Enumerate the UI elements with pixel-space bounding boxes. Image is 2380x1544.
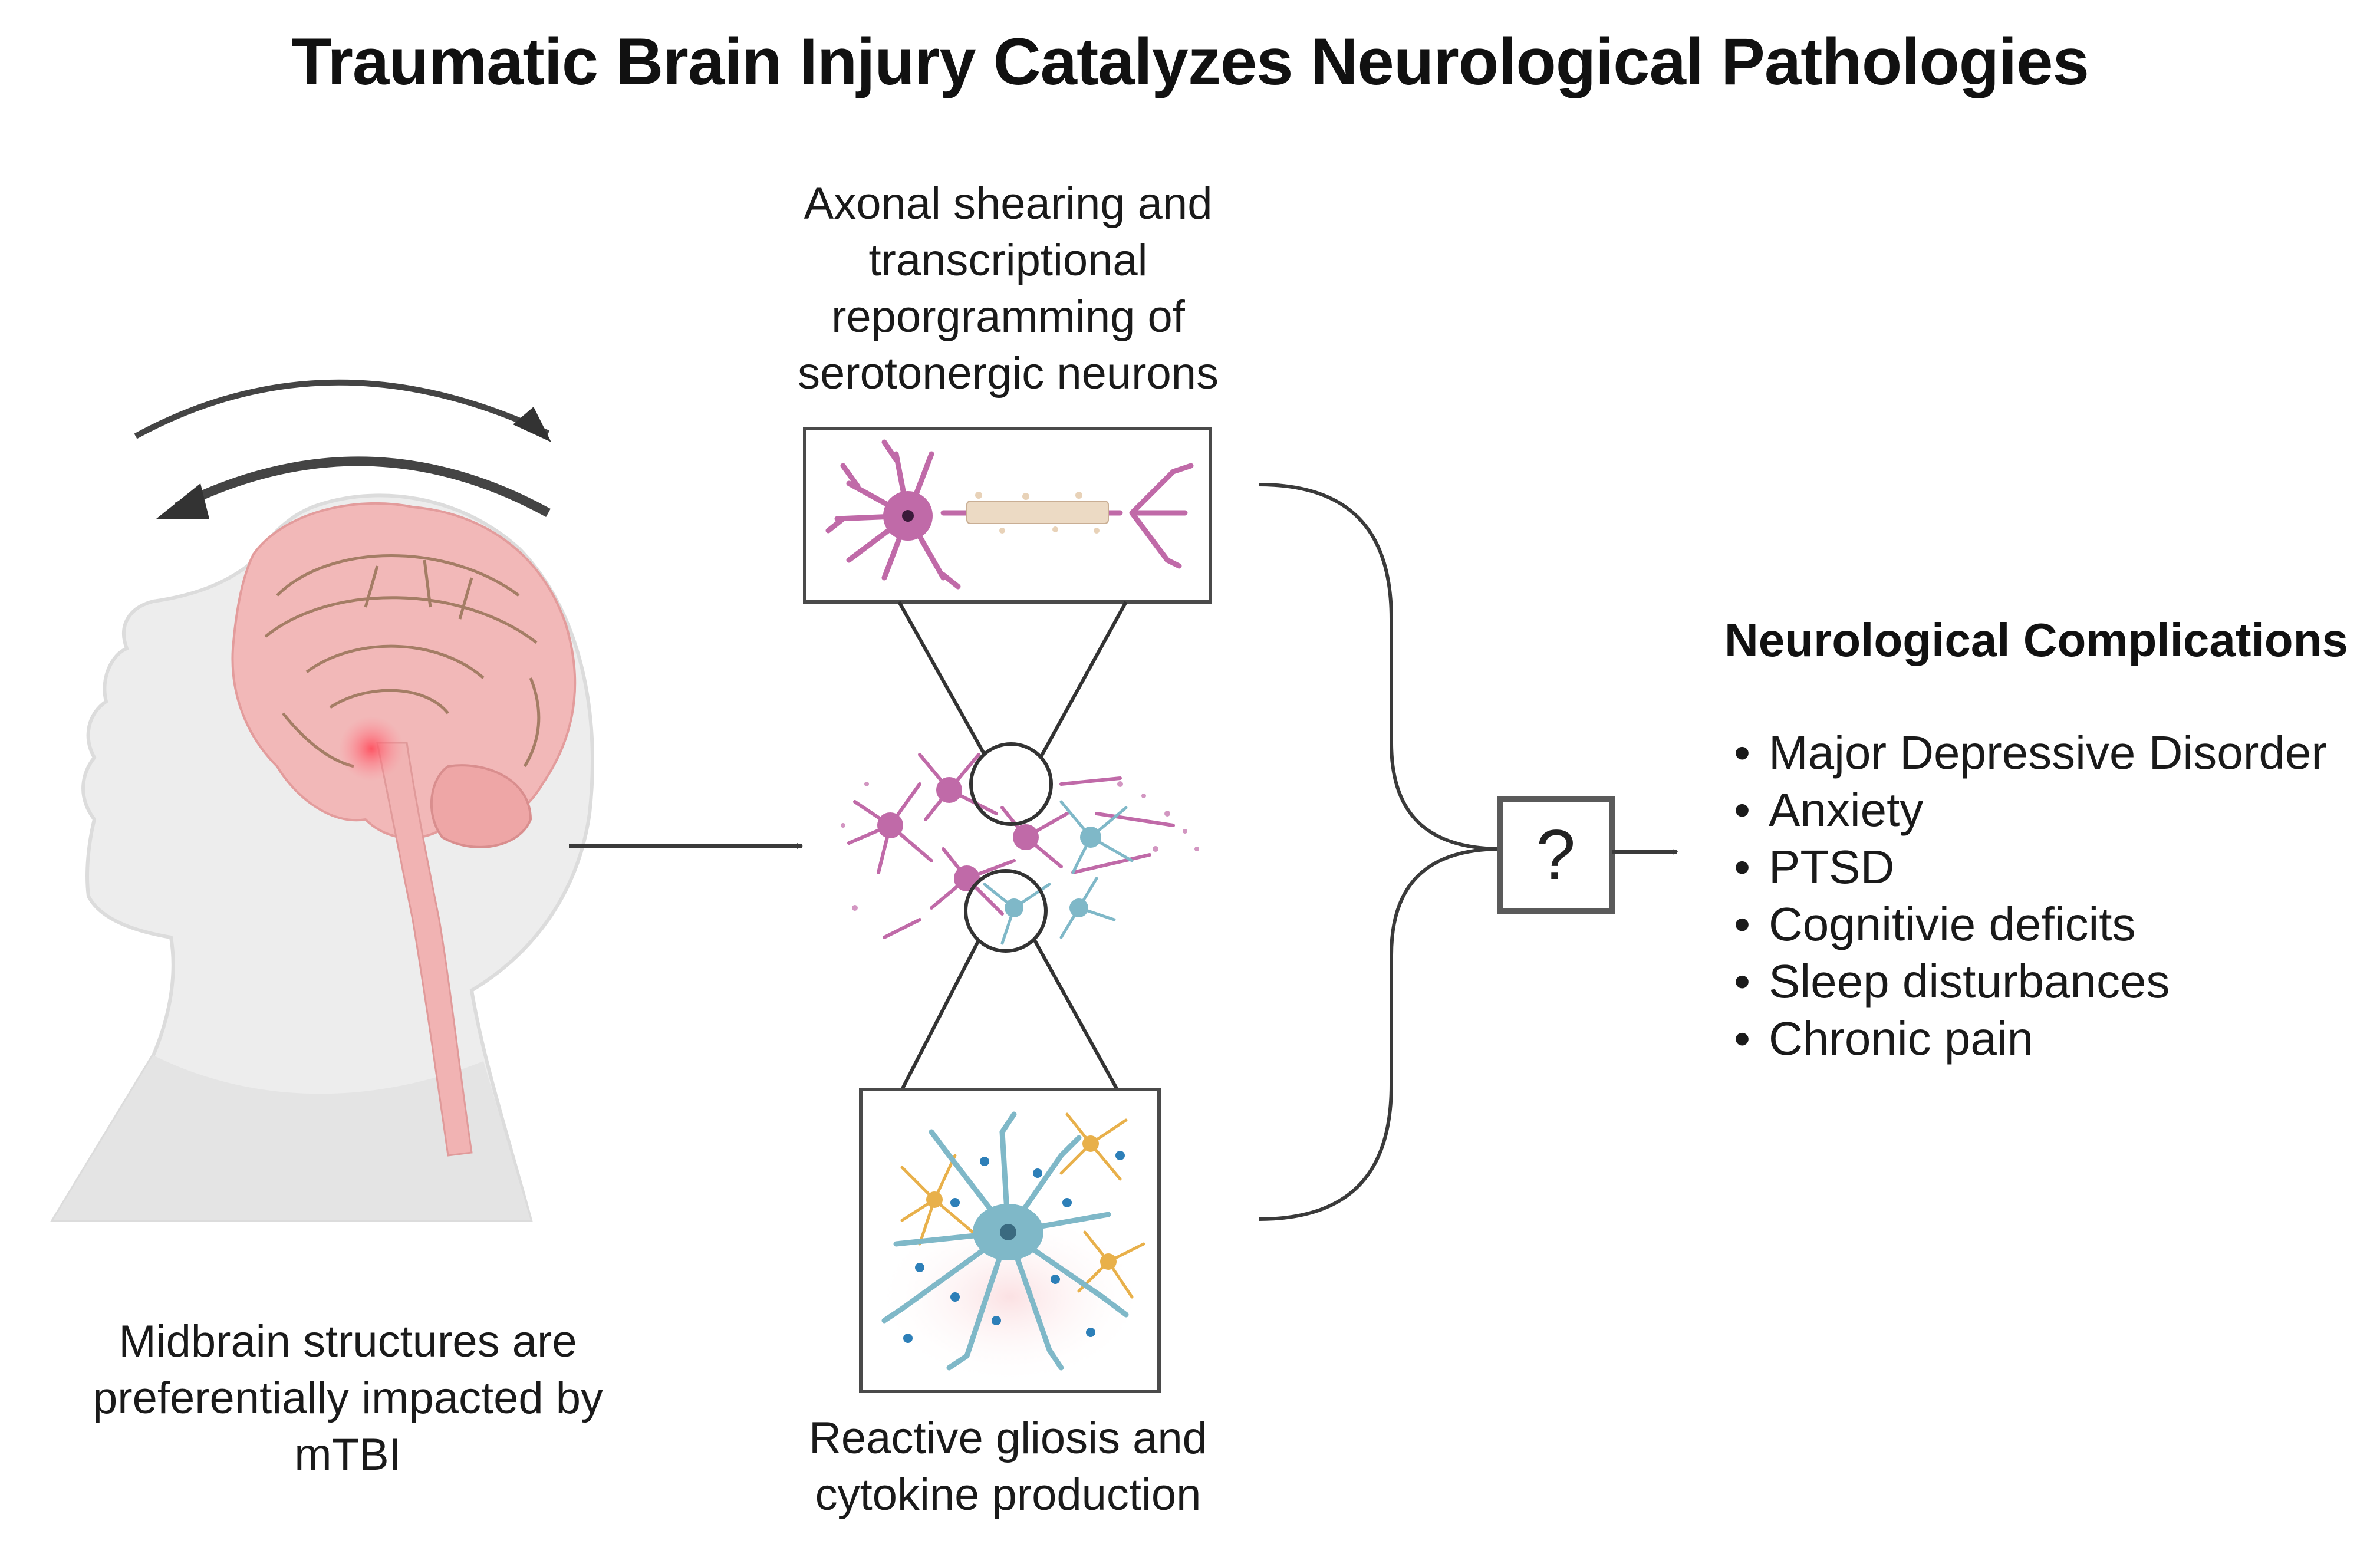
head-motion-arrows: [134, 379, 551, 519]
neuron-glia-cluster: [841, 601, 1199, 1091]
reactive-gliosis-caption: Reactive gliosis and cytokine production: [809, 1413, 1207, 1520]
midbrain-injury-glow: [339, 716, 404, 781]
complication-item: Anxiety: [1716, 781, 2327, 838]
complication-item: PTSD: [1716, 838, 2327, 896]
complication-item: Sleep disturbances: [1716, 953, 2327, 1010]
complications-title: Neurological Complications: [1724, 614, 2348, 666]
complication-item: Cognitivie deficits: [1716, 896, 2327, 953]
complication-item: Chronic pain: [1716, 1010, 2327, 1067]
axonal-shearing-caption: Axonal shearing and transcriptional repo…: [798, 179, 1219, 399]
page-title: Traumatic Brain Injury Catalyzes Neurolo…: [291, 25, 2089, 98]
head-brain-illustration: [50, 379, 594, 1222]
midbrain-impact-caption: Midbrain structures are preferentially i…: [93, 1316, 603, 1480]
axonal-shearing-panel: [803, 427, 1212, 604]
question-mark-label: ?: [1536, 815, 1576, 894]
complication-item: Major Depressive Disorder: [1716, 724, 2327, 781]
convergence-bracket: [1258, 483, 1503, 1221]
spinal-cord: [376, 742, 473, 1157]
reactive-gliosis-panel: [859, 1088, 1161, 1393]
complications-list: Major Depressive Disorder Anxiety PTSD C…: [1716, 724, 2327, 1067]
unknown-mechanism-box: [1497, 796, 1615, 914]
